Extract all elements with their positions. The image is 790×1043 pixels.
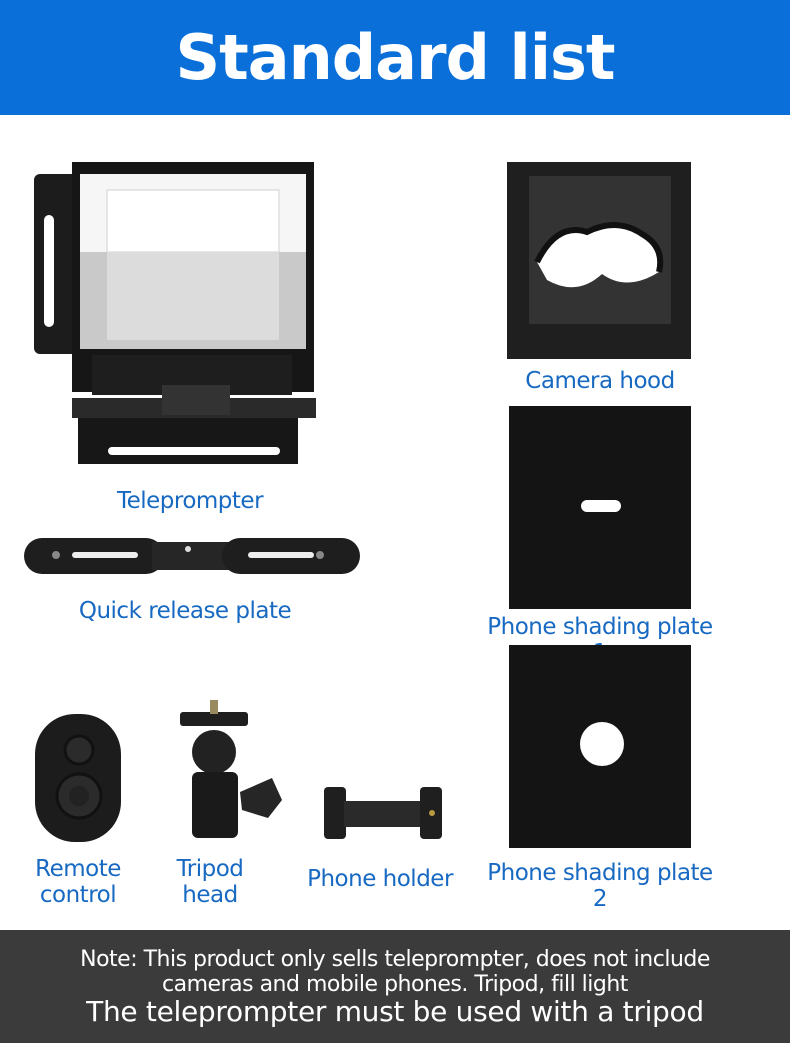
tripod-head-label-line1: Tripod bbox=[176, 856, 244, 882]
quick-release-plate-image bbox=[22, 534, 362, 583]
footer-note-line2: cameras and mobile phones. Tripod, fill … bbox=[162, 972, 628, 997]
remote-control-label-line2: control bbox=[39, 882, 117, 908]
phone-shading-plate-1-image bbox=[509, 406, 691, 614]
teleprompter-image bbox=[32, 160, 322, 475]
header-banner: Standard list bbox=[0, 0, 790, 115]
phone-shading-plate-2-image bbox=[509, 645, 691, 853]
camera-hood-image bbox=[507, 162, 691, 364]
quick-release-plate-label: Quick release plate bbox=[78, 598, 292, 624]
camera-hood-label: Camera hood bbox=[525, 368, 675, 394]
tripod-head-image bbox=[172, 700, 292, 850]
remote-control-label-line1: Remote bbox=[35, 856, 121, 882]
footer-note: Note: This product only sells teleprompt… bbox=[0, 930, 790, 1043]
phone-holder-label: Phone holder bbox=[307, 866, 453, 892]
tripod-head-label: Tripod head bbox=[150, 856, 270, 908]
remote-control-image bbox=[33, 712, 123, 849]
phone-shading-plate-2-label: Phone shading plate 2 bbox=[487, 860, 713, 912]
remote-control-label: Remote control bbox=[18, 856, 138, 908]
phone-holder-image bbox=[322, 783, 444, 848]
footer-emphasis: The teleprompter must be used with a tri… bbox=[86, 995, 704, 1028]
tripod-head-label-line2: head bbox=[182, 882, 238, 908]
page-title: Standard list bbox=[175, 21, 615, 94]
footer-note-line1: Note: This product only sells teleprompt… bbox=[80, 947, 710, 972]
footer-note-text: Note: This product only sells teleprompt… bbox=[0, 947, 790, 997]
teleprompter-label: Teleprompter bbox=[116, 488, 264, 514]
